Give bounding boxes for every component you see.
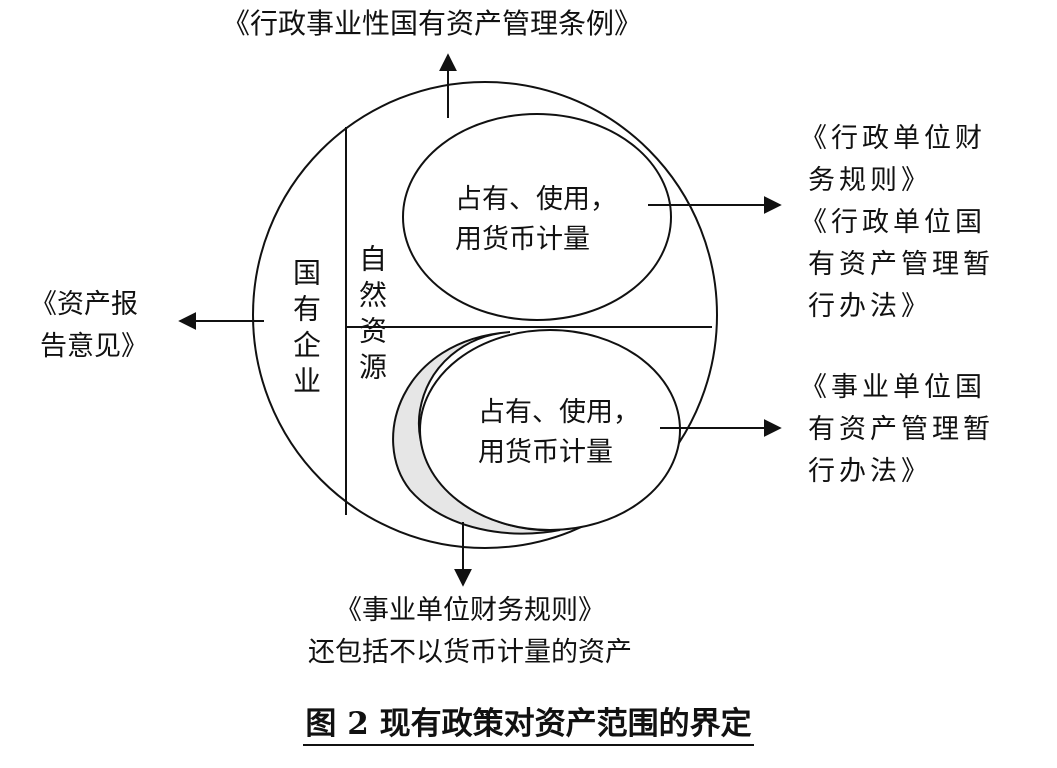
upper-oval xyxy=(402,113,672,321)
state-enterprise-label: 国有企业 xyxy=(289,258,322,402)
right-admin-line-4: 有资产管理暂 xyxy=(808,249,994,280)
right-admin-line-5: 行办法》 xyxy=(808,291,932,322)
top-regulation-label: 《行政事业性国有资产管理条例》 xyxy=(222,7,643,40)
right-public-label: 《事业单位国 有资产管理暂 行办法》 xyxy=(800,367,994,493)
lower-oval-line-2: 用货币计量 xyxy=(478,437,613,468)
right-public-line-1: 《事业单位国 xyxy=(800,372,986,403)
left-report-line-2: 告意见》 xyxy=(40,331,148,362)
lower-oval xyxy=(419,329,681,531)
upper-oval-line-1: 占有、使用， xyxy=(455,184,617,215)
right-admin-label: 《行政单位财 务规则》 《行政单位国 有资产管理暂 行办法》 xyxy=(800,118,994,328)
lower-oval-line-1: 占有、使用， xyxy=(478,397,640,428)
right-admin-line-1: 《行政单位财 xyxy=(800,123,986,154)
bottom-public-line-1: 《事业单位财务规则》 xyxy=(335,595,605,626)
right-public-line-2: 有资产管理暂 xyxy=(808,414,994,445)
bottom-public-label: 《事业单位财务规则》 还包括不以货币计量的资产 xyxy=(240,590,700,674)
figure-caption-text: 图 2 现有政策对资产范围的界定 xyxy=(303,706,754,746)
outer-circle xyxy=(252,81,718,549)
lower-oval-text: 占有、使用， 用货币计量 xyxy=(478,393,640,473)
upper-oval-line-2: 用货币计量 xyxy=(455,224,590,255)
natural-resources-label: 自然资源 xyxy=(355,244,388,388)
right-admin-line-3: 《行政单位国 xyxy=(800,207,986,238)
right-admin-line-2: 务规则》 xyxy=(808,165,932,196)
upper-oval-text: 占有、使用， 用货币计量 xyxy=(455,180,617,260)
bottom-public-line-2: 还包括不以货币计量的资产 xyxy=(308,637,632,668)
figure-caption: 图 2 现有政策对资产范围的界定 xyxy=(0,698,1057,746)
right-public-line-3: 行办法》 xyxy=(808,456,932,487)
left-report-line-1: 《资产报 xyxy=(30,289,138,320)
left-report-label: 《资产报 告意见》 xyxy=(30,284,148,368)
